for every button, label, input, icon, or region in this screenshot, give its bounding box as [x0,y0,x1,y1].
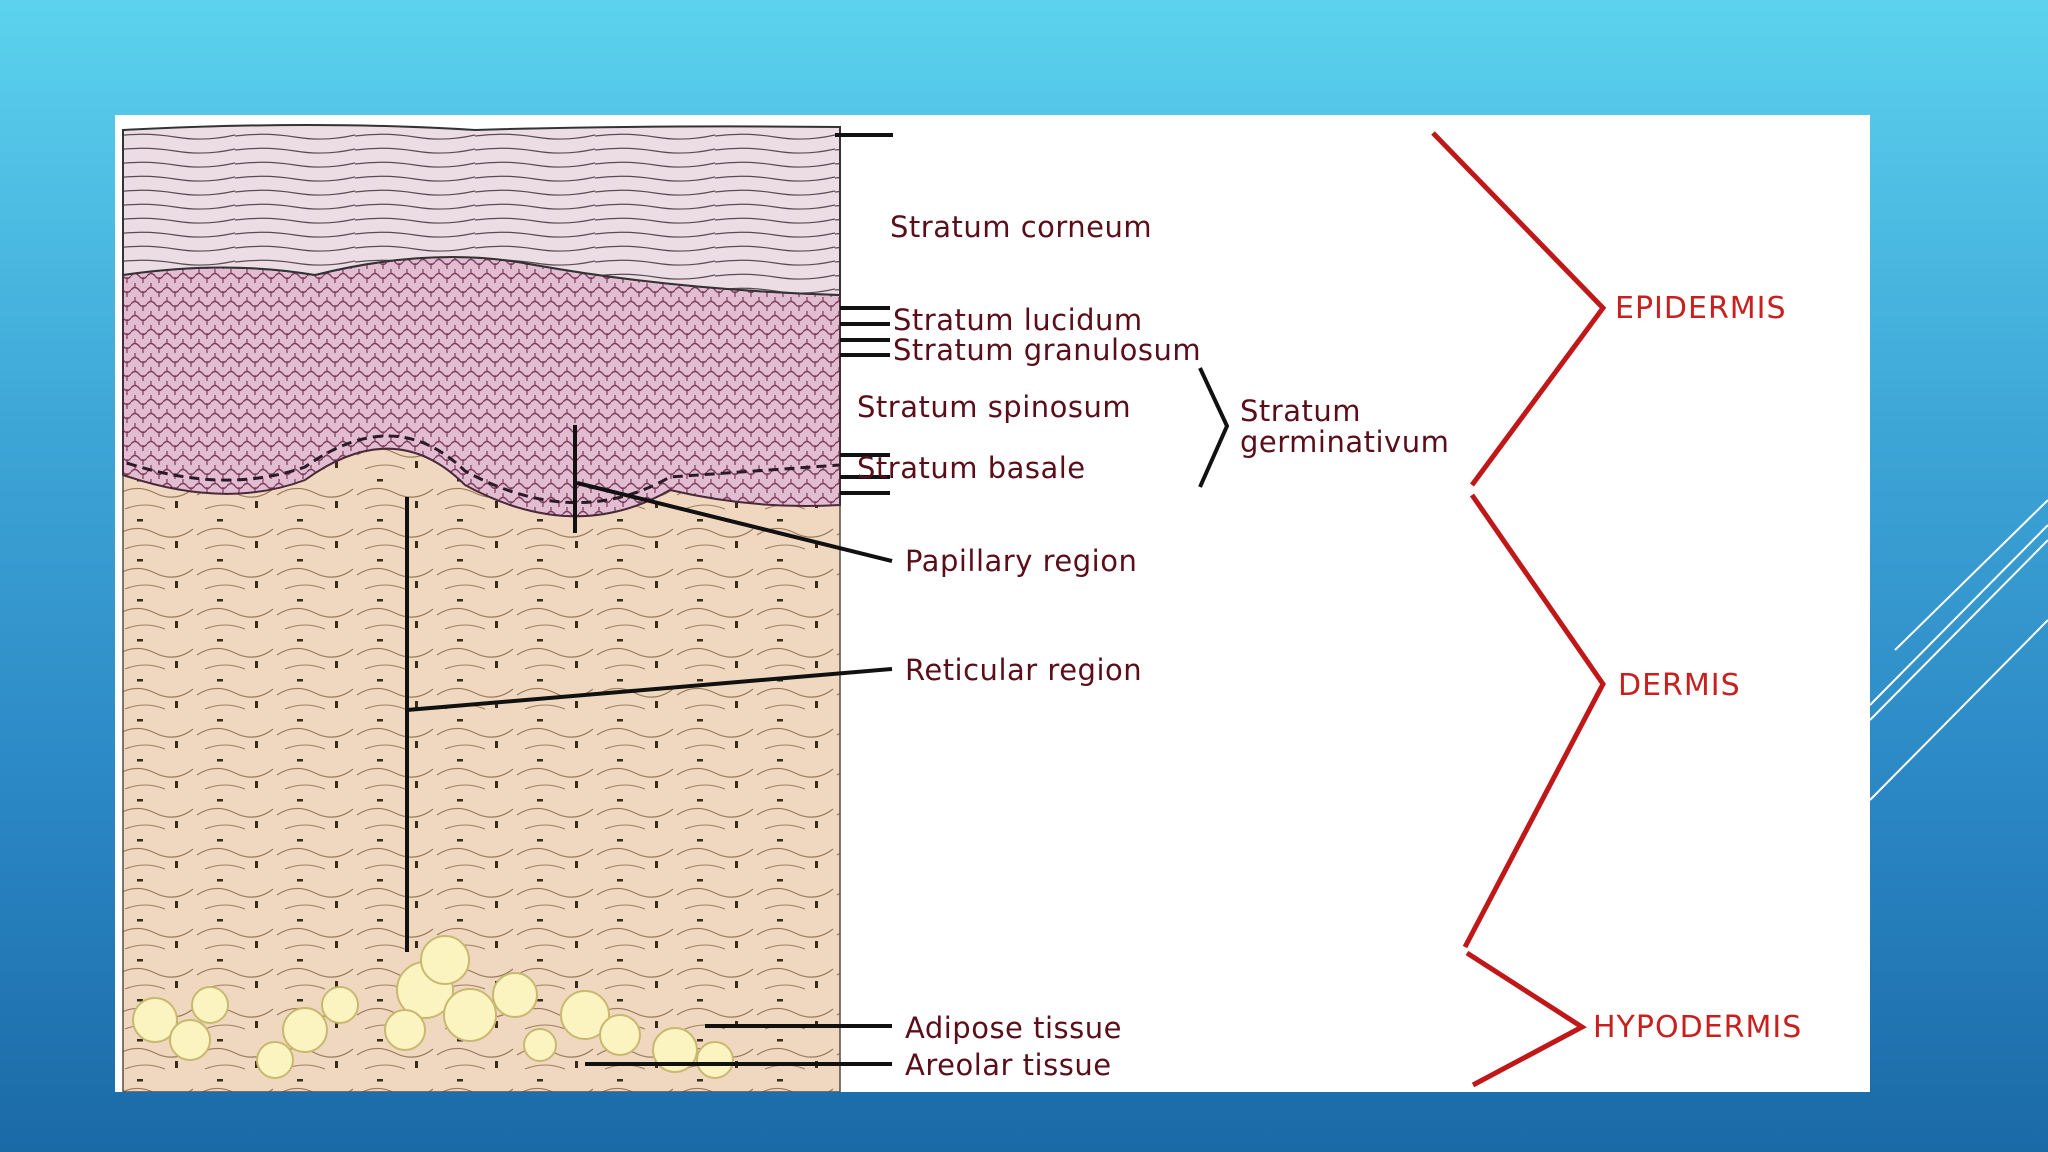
corner-stripes-decoration [1869,499,2048,801]
stratum-corneum-layer [122,124,841,297]
germinativum-brace [1198,367,1230,488]
label-adipose-tissue: Adipose tissue [905,1011,1122,1045]
label-stratum-spinosum: Stratum spinosum [857,390,1131,424]
label-stratum-lucidum: Stratum lucidum [893,303,1143,337]
label-papillary-region: Papillary region [905,544,1137,578]
tissue-illustration [122,124,841,1092]
basale-cell-row [126,434,841,505]
section-braces [1431,131,1607,1088]
epidermis-brace [1431,131,1607,487]
diagram-panel: Stratum corneum Stratum lucidum Stratum … [115,115,1870,1092]
label-stratum-germinativum-line1: Stratum [1240,394,1361,428]
section-label-dermis: DERMIS [1618,668,1741,703]
section-labels: EPIDERMIS DERMIS HYPODERMIS [1593,291,1802,1045]
section-label-epidermis: EPIDERMIS [1615,291,1787,326]
layer-labels: Stratum corneum Stratum lucidum Stratum … [857,210,1449,1082]
label-stratum-corneum: Stratum corneum [890,210,1152,244]
label-stratum-basale: Stratum basale [857,451,1086,485]
dermis-brace [1462,493,1606,949]
label-reticular-region: Reticular region [905,653,1142,687]
label-areolar-tissue: Areolar tissue [905,1048,1112,1082]
leader-lines [405,133,893,1066]
label-stratum-germinativum-line2: germinativum [1240,425,1449,459]
epidermis-cell-layers [122,256,841,518]
label-stratum-granulosum: Stratum granulosum [893,333,1201,367]
hypodermis-brace [1465,950,1587,1088]
section-label-hypodermis: HYPODERMIS [1593,1010,1802,1045]
skin-layers-diagram: Stratum corneum Stratum lucidum Stratum … [122,124,1802,1092]
adipose-cells [132,935,734,1079]
